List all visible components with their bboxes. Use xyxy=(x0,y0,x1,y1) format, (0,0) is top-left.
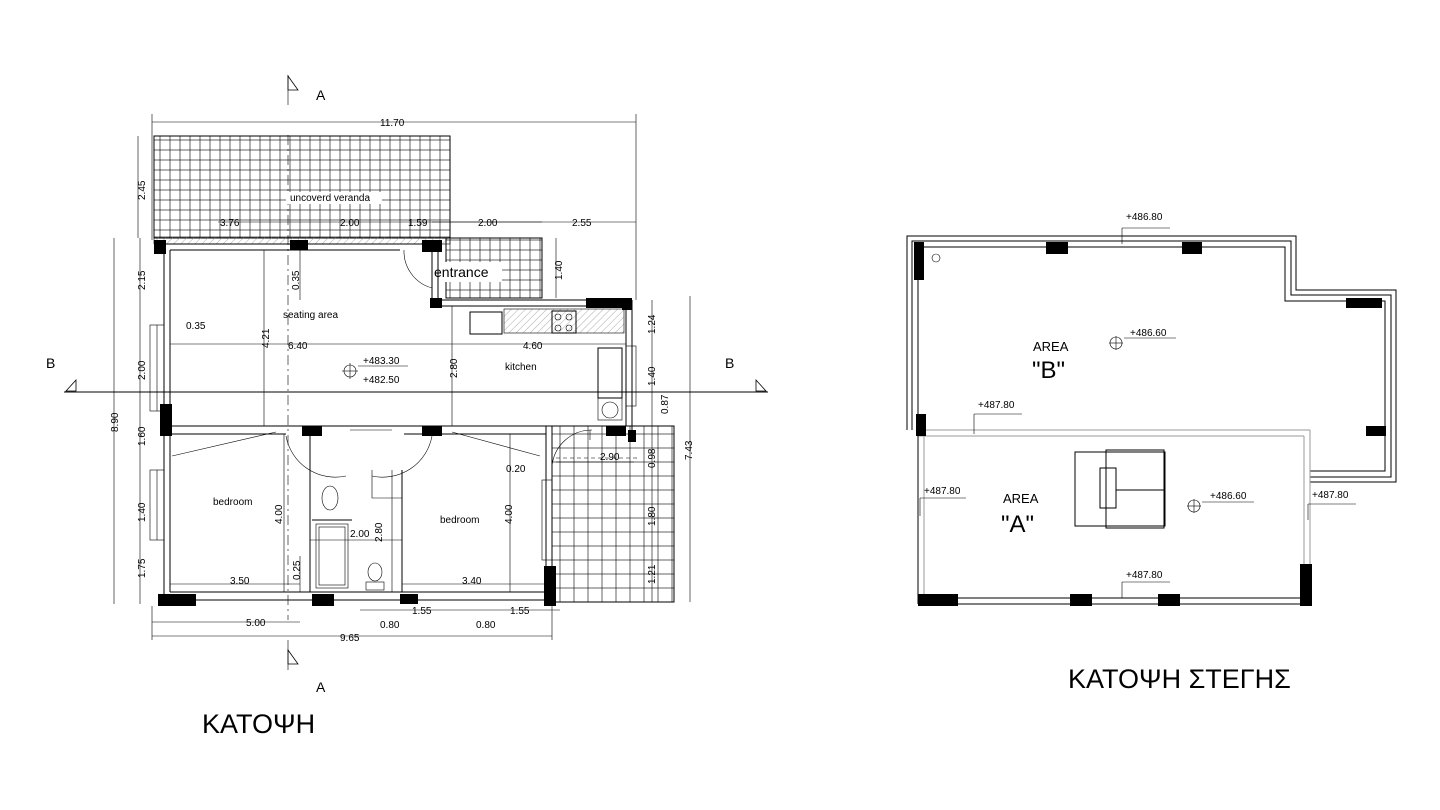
dim-bed-r-width: 3.40 xyxy=(462,576,482,587)
veranda-tiling xyxy=(153,135,451,239)
level-upper: +483.30 xyxy=(363,356,400,367)
area-b-letter: "B" xyxy=(1032,357,1065,384)
ground-walls xyxy=(149,240,640,606)
veranda-label-bg xyxy=(286,192,382,204)
dim-right-v4: 0.98 xyxy=(647,448,658,468)
section-mark-a-bottom: A xyxy=(316,679,326,695)
dim-right-v3: 0.87 xyxy=(660,394,671,414)
dim-ver-seg1: 3.76 xyxy=(220,218,240,229)
roof-level-top: +486.80 xyxy=(1126,212,1163,223)
dim-wall-offset: 0.35 xyxy=(186,321,206,332)
dim-seating-width: 6.40 xyxy=(288,341,308,352)
dim-seating-h: 0.35 xyxy=(291,270,302,290)
side-terrace-tiling xyxy=(551,425,675,603)
dim-left-v2: 2.00 xyxy=(137,360,148,380)
dim-overall-width: 11.70 xyxy=(380,118,405,129)
section-mark-b-right: B xyxy=(725,355,734,371)
dim-bed-l-depth: 4.00 xyxy=(274,504,285,524)
dim-right-v1: 1.24 xyxy=(647,314,658,334)
dim-terrace-width: 2.90 xyxy=(600,452,620,463)
dim-right-v5: 1.80 xyxy=(647,506,658,526)
room-label-entrance: entrance xyxy=(434,264,489,280)
roof-outline xyxy=(906,235,1397,606)
dim-ent-depth: 1.40 xyxy=(554,260,565,280)
dim-right-total: 7.43 xyxy=(684,440,695,460)
roof-level-right: +487.80 xyxy=(1312,490,1349,501)
dim-bed-r-offset: 0.20 xyxy=(506,464,526,475)
dim-ver-seg2: 2.00 xyxy=(340,218,360,229)
dim-bath-depth: 2.80 xyxy=(374,522,385,542)
dim-bed-l-width: 3.50 xyxy=(230,576,250,587)
dim-veranda-depth: 2.45 xyxy=(137,180,148,200)
roof-level-left: +487.80 xyxy=(924,486,961,497)
level-symbol-ground xyxy=(342,363,408,379)
dim-bed-r-depth: 4.00 xyxy=(504,504,515,524)
ground-floor-plan: A A B B xyxy=(46,74,768,739)
room-label-kitchen: kitchen xyxy=(505,362,537,373)
dim-win-080-a: 0.80 xyxy=(380,620,400,631)
dim-kitchen-depth: 2.80 xyxy=(449,358,460,378)
dim-bath-wall: 0.25 xyxy=(292,560,303,580)
roof-level-area-b: +486.60 xyxy=(1130,328,1167,339)
dim-seating-depth: 4.21 xyxy=(261,328,272,348)
section-line-b xyxy=(64,378,768,393)
section-mark-b-left: B xyxy=(46,355,55,371)
roof-plan-title: ΚΑΤΟΨΗ ΣΤΕΓΗΣ xyxy=(1068,664,1291,694)
room-label-veranda: uncoverd veranda xyxy=(290,193,370,204)
dim-left-v5: 1.75 xyxy=(137,558,148,578)
entrance-label-bg xyxy=(432,262,502,282)
dim-win-080-b: 0.80 xyxy=(476,620,496,631)
dim-left-v4: 1.40 xyxy=(137,502,148,522)
dim-left-v3: 1.60 xyxy=(137,426,148,446)
dim-bath-width: 2.00 xyxy=(350,529,370,540)
area-a-word: AREA xyxy=(1003,491,1039,506)
dim-left-v1: 2.15 xyxy=(137,270,148,290)
area-b-word: AREA xyxy=(1033,339,1069,354)
ground-dimension-lines xyxy=(113,114,691,640)
room-label-bedroom-right: bedroom xyxy=(440,515,479,526)
dim-right-v6: 1.21 xyxy=(647,564,658,584)
section-mark-a-top: A xyxy=(316,87,326,103)
roof-plan: +486.80 +486.60 +487.80 +487.80 +486.60 … xyxy=(906,212,1397,694)
dim-kitchen-width: 4.60 xyxy=(523,341,543,352)
roof-level-leaders xyxy=(919,227,1356,598)
room-label-bedroom-left: bedroom xyxy=(213,497,252,508)
dim-win-155-b: 1.55 xyxy=(510,606,530,617)
roof-level-divider: +487.80 xyxy=(978,400,1015,411)
dim-left-total: 8.90 xyxy=(110,412,121,432)
dim-ver-seg3: 1.59 xyxy=(408,218,428,229)
dim-ent-right: 2.55 xyxy=(572,218,592,229)
dim-bottom-total: 9.65 xyxy=(340,633,360,644)
dim-bottom-5: 5.00 xyxy=(246,618,266,629)
level-lower: +482.50 xyxy=(363,375,400,386)
ground-plan-title: ΚΑΤΟΨΗ xyxy=(202,709,315,739)
room-label-seating: seating area xyxy=(283,310,338,321)
dim-win-155-a: 1.55 xyxy=(412,606,432,617)
roof-level-area-a: +486.60 xyxy=(1210,491,1247,502)
dim-right-v2: 1.40 xyxy=(647,366,658,386)
dim-ent-width: 2.00 xyxy=(478,218,498,229)
area-a-letter: "A" xyxy=(1001,511,1034,538)
roof-level-bottom: +487.80 xyxy=(1126,570,1163,581)
